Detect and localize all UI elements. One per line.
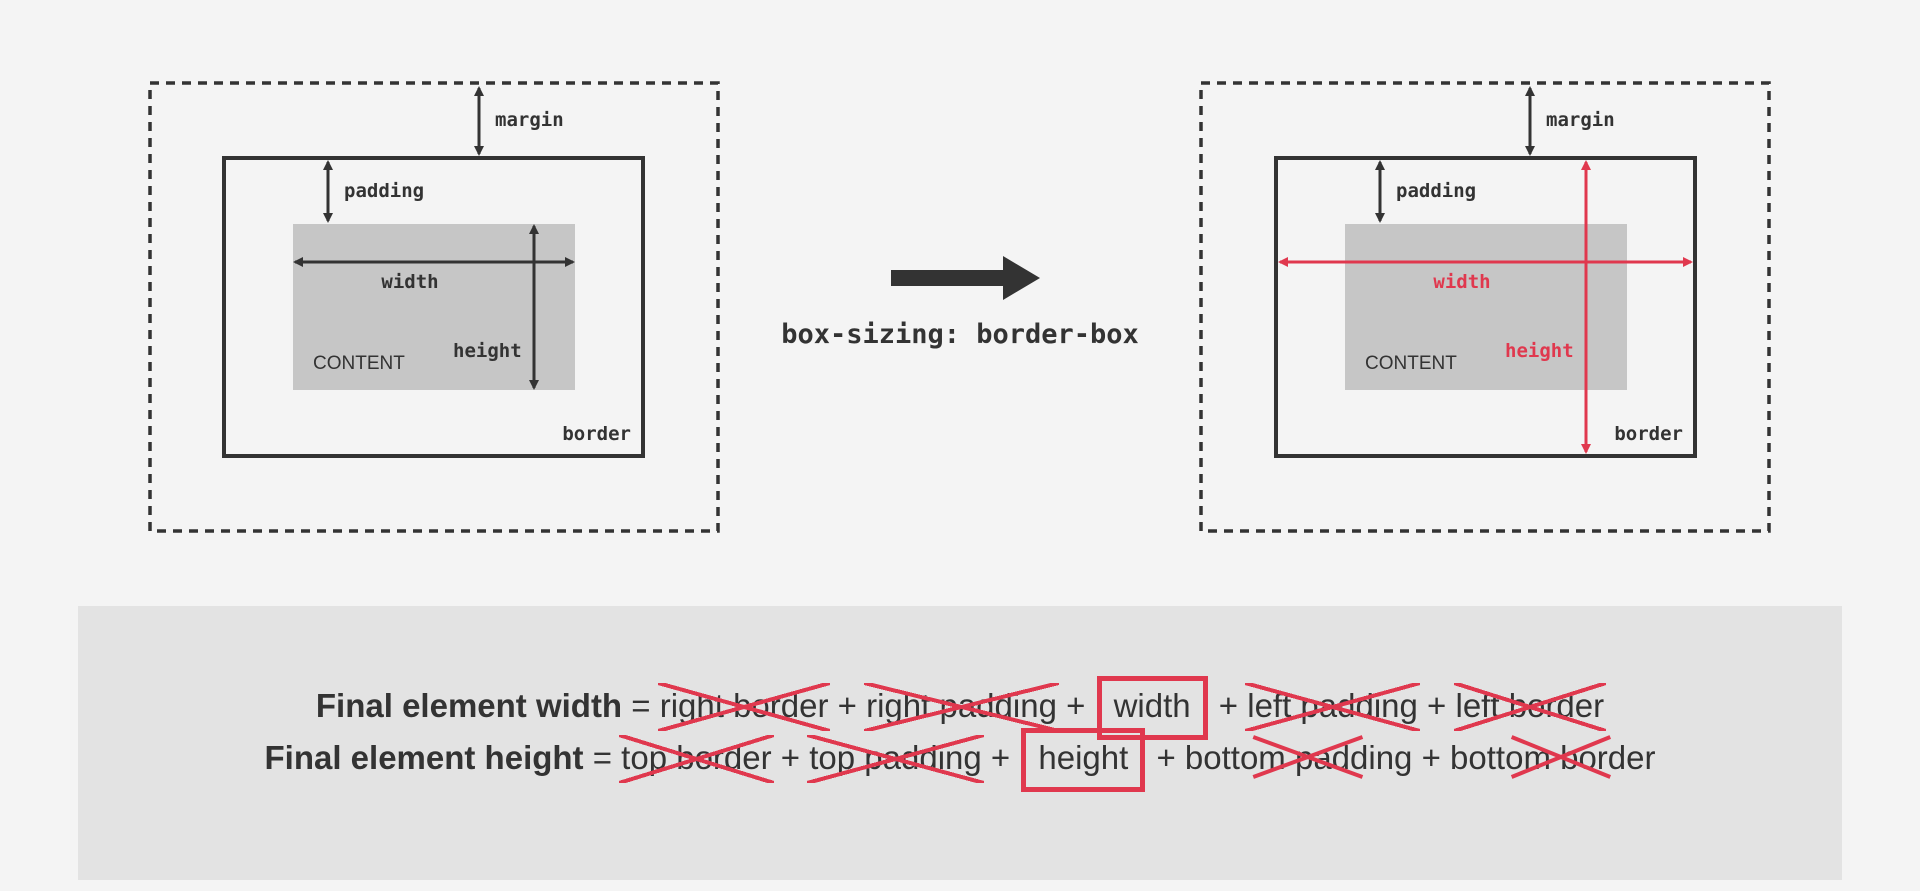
width-formula-label: Final element width [315, 687, 623, 724]
equals-sign: = [592, 739, 612, 776]
content-box [293, 224, 575, 390]
left-border-term: left border [1453, 683, 1606, 731]
height-label: height [1505, 340, 1574, 362]
equals-sign: = [631, 687, 651, 724]
border-label: border [562, 423, 631, 445]
height-formula-label: Final element height [264, 739, 584, 776]
margin-box [1199, 81, 1771, 533]
height-label: height [453, 340, 522, 362]
right-box-model: margin padding width height CONTENT bord… [1199, 81, 1771, 533]
plus-sign: + [990, 739, 1011, 776]
height-term: height [1021, 728, 1146, 792]
formula-panel: Final element width = right border + rig… [78, 606, 1842, 880]
strike-line [1510, 735, 1612, 779]
plus-sign: + [1066, 687, 1086, 724]
plus-sign: + [780, 739, 801, 776]
border-label: border [1614, 423, 1683, 445]
top-border-term: top border [619, 735, 775, 783]
plus-sign: + [837, 687, 857, 724]
width-label: width [381, 271, 438, 293]
strike-line [1252, 735, 1364, 779]
width-term: width [1096, 676, 1208, 740]
right-padding-term: right padding [864, 683, 1059, 731]
height-formula: Final element height = top border + top … [78, 728, 1842, 792]
margin-box [148, 81, 720, 533]
content-label: CONTENT [313, 353, 405, 374]
left-box-model: margin padding width height CONTENT bord… [148, 81, 720, 533]
transition: box-sizing: border-box [781, 256, 1139, 350]
top-padding-term: top padding [807, 735, 984, 783]
bottom-border-term: bottom border [1450, 735, 1656, 779]
border-box [222, 156, 645, 458]
content-label: CONTENT [1365, 353, 1457, 374]
width-label: width [1433, 271, 1490, 293]
content-box [1345, 224, 1627, 390]
border-box [1274, 156, 1697, 458]
width-formula: Final element width = right border + rig… [78, 676, 1842, 740]
plus-sign: + [1218, 687, 1239, 724]
right-border-term: right border [657, 683, 831, 731]
strike-mark [1252, 735, 1364, 779]
strike-mark [1510, 735, 1612, 779]
plus-sign: + [1427, 687, 1447, 724]
padding-label: padding [1396, 180, 1476, 202]
padding-label: padding [344, 180, 424, 202]
plus-sign: + [1156, 739, 1176, 776]
transition-arrow-icon [891, 256, 1040, 300]
left-padding-term: left padding [1245, 683, 1420, 731]
margin-label: margin [1546, 109, 1615, 131]
box-sizing-rule: box-sizing: border-box [781, 319, 1139, 350]
plus-sign: + [1421, 739, 1441, 776]
bottom-padding-term: bottom padding [1185, 735, 1412, 779]
margin-label: margin [495, 109, 564, 131]
